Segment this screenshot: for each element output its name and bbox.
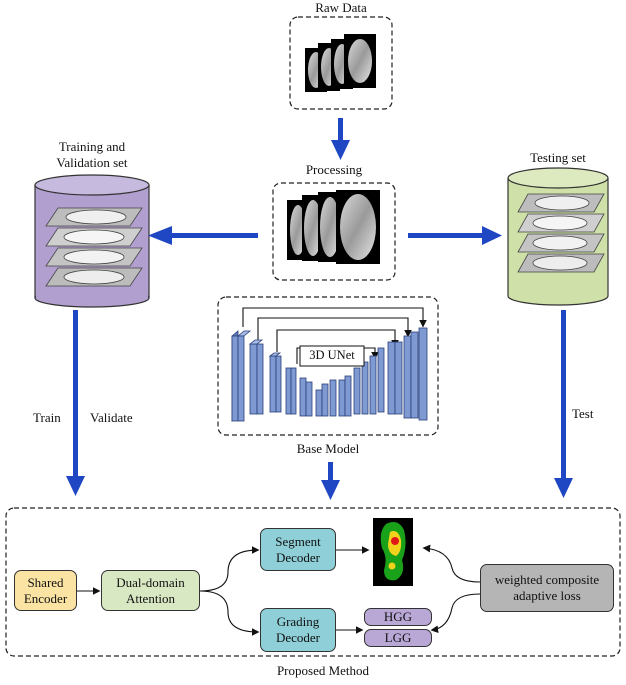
raw-data-label: Raw Data [315, 0, 367, 15]
attention-line2: Attention [125, 590, 176, 606]
loss-line1: weighted composite [494, 572, 600, 588]
processing-images [287, 190, 380, 264]
segment-decoder-line2: Decoder [275, 549, 321, 565]
attention-line1: Dual-domain [116, 574, 185, 590]
segment-decoder-line1: Segment [275, 533, 321, 549]
method-frame [5, 507, 621, 657]
train-label: Train [33, 410, 61, 425]
hgg-box: HGG [364, 608, 432, 626]
base-model-frame [217, 296, 439, 436]
proposed-method-label: Proposed Method [276, 663, 370, 678]
shared-encoder-line1: Shared [27, 574, 64, 590]
processing-label: Processing [305, 162, 363, 177]
arrow-training-to-method [66, 310, 85, 496]
flow-arrows [66, 118, 573, 500]
loss-line2: adaptive loss [513, 588, 581, 603]
grading-decoder-line1: Grading [276, 614, 320, 630]
segmentation-mask-image [373, 518, 413, 586]
unet-label: 3D UNet [309, 348, 355, 362]
arrow-processing-to-training [148, 226, 258, 245]
raw-data-frame [289, 16, 393, 110]
unet-blocks [231, 327, 428, 422]
raw-data-images [305, 34, 376, 92]
training-set-label: Training and Validation set [22, 139, 162, 171]
testing-cylinder [507, 167, 609, 306]
arrow-base-to-method [321, 462, 340, 500]
training-set-label-line2: Validation set [56, 155, 128, 170]
unet-label-box [299, 345, 365, 367]
arrow-raw-to-processing [331, 118, 350, 160]
lgg-label: LGG [384, 630, 412, 646]
grading-decoder-line2: Decoder [275, 630, 321, 645]
hgg-label: HGG [383, 609, 413, 625]
shared-encoder-line2: Encoder [23, 590, 68, 606]
validate-label: Validate [90, 410, 133, 425]
lgg-box: LGG [364, 629, 432, 647]
training-cylinder [34, 174, 150, 308]
test-label: Test [572, 406, 594, 421]
arrow-testing-to-method [554, 310, 573, 498]
training-set-label-line1: Training and [58, 139, 126, 154]
base-model-label: Base Model [296, 441, 360, 456]
testing-set-label: Testing set [530, 150, 586, 165]
arrow-processing-to-testing [408, 226, 502, 245]
processing-frame [272, 182, 396, 281]
method-connectors [77, 544, 481, 636]
